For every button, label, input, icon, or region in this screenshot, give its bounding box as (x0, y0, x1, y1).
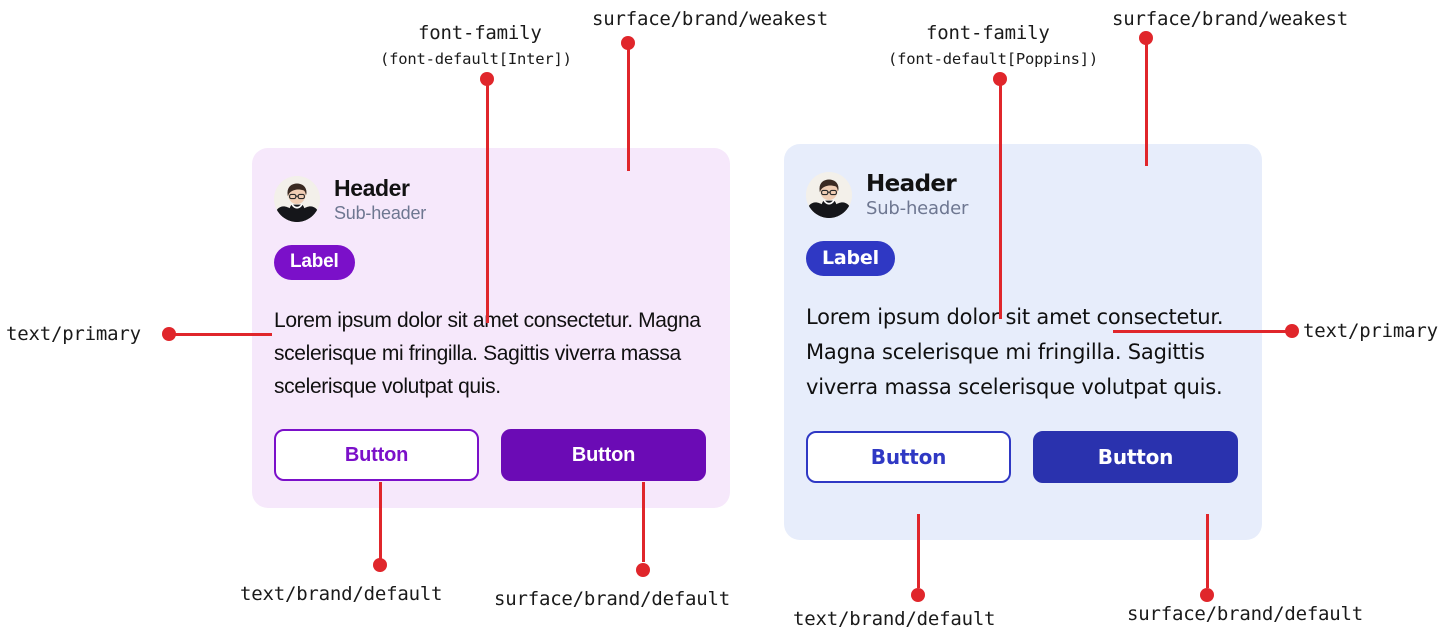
header-text-group: Header Sub-header (866, 170, 969, 219)
card-header-row: Header Sub-header (274, 176, 708, 222)
card-body-text: Lorem ipsum dolor sit amet consectetur. … (806, 305, 1224, 399)
annotation-surface-weakest-right: surface/brand/weakest (1112, 8, 1349, 30)
annotation-surface-brand-default-right: surface/brand/default (1127, 603, 1364, 625)
annotation-dot-surface-brand-left (636, 563, 650, 577)
annotation-text-primary-right: text/primary (1303, 320, 1438, 342)
annotation-font-family-right-detail: (font-default[Poppins]) (888, 50, 1099, 68)
annotation-leader-surface-weakest-right (1144, 38, 1148, 166)
annotation-leader-text-brand-left (378, 482, 382, 562)
annotation-dot-text-primary-left (162, 327, 176, 341)
card-purple: Header Sub-header Label Lorem ipsum dolo… (252, 148, 730, 508)
annotation-text-brand-default-right: text/brand/default (793, 608, 996, 630)
card-body-text: Lorem ipsum dolor sit amet consectetur. … (274, 309, 701, 398)
annotation-font-family-left-title: font-family (418, 22, 542, 44)
card-button-row: Button Button (806, 431, 1240, 483)
card-subtitle: Sub-header (866, 197, 969, 219)
annotation-leader-surface-brand-left (641, 482, 645, 562)
avatar (806, 172, 852, 218)
annotation-leader-text-primary-right (1113, 329, 1288, 333)
header-text-group: Header Sub-header (334, 174, 427, 223)
annotation-surface-brand-default-left: surface/brand/default (494, 588, 731, 610)
card-header-row: Header Sub-header (806, 172, 1240, 218)
card-button-row: Button Button (274, 429, 708, 481)
annotation-dot-text-brand-right (911, 588, 925, 602)
annotation-text-primary-left: text/primary (6, 323, 141, 345)
card-blue: Header Sub-header Label Lorem ipsum dolo… (784, 144, 1262, 540)
avatar (274, 176, 320, 222)
status-badge: Label (806, 241, 895, 276)
status-badge: Label (274, 245, 355, 280)
primary-button[interactable]: Button (501, 429, 706, 481)
annotation-leader-surface-brand-right (1205, 514, 1209, 588)
annotation-dot-surface-brand-right (1200, 588, 1214, 602)
annotation-surface-weakest-left: surface/brand/weakest (592, 8, 829, 30)
annotation-dot-text-brand-left (373, 558, 387, 572)
annotation-leader-font-family-right (998, 79, 1002, 319)
annotation-leader-text-primary-left (172, 332, 272, 336)
card-subtitle: Sub-header (334, 202, 427, 223)
annotation-text-brand-default-left: text/brand/default (240, 583, 443, 605)
annotation-leader-surface-weakest-left (626, 43, 630, 171)
annotation-font-family-right-title: font-family (926, 22, 1050, 44)
secondary-button[interactable]: Button (274, 429, 479, 481)
card-title: Header (866, 170, 957, 197)
annotation-font-family-left-detail: (font-default[Inter]) (380, 50, 572, 68)
annotation-leader-text-brand-right (916, 514, 920, 588)
card-title: Header (334, 174, 410, 201)
annotation-dot-text-primary-right (1285, 324, 1299, 338)
annotation-leader-font-family-left (485, 79, 489, 323)
primary-button[interactable]: Button (1033, 431, 1238, 483)
secondary-button[interactable]: Button (806, 431, 1011, 483)
